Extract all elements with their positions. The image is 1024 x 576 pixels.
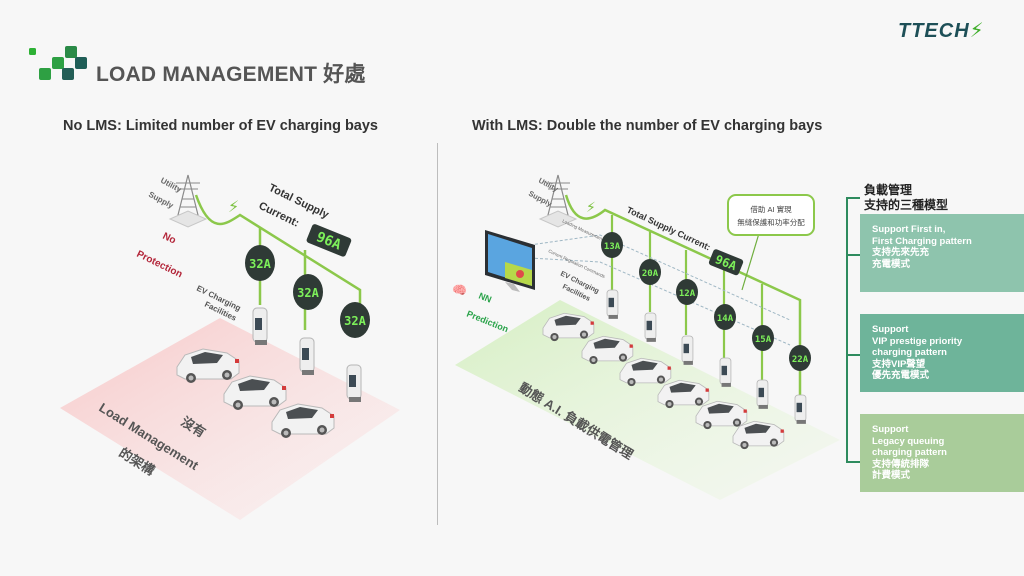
right-bay-meter-1: 13A — [601, 232, 623, 258]
line-label-loading: Loading Measurements — [562, 218, 607, 243]
left-total-current-display: 96A — [306, 224, 352, 257]
panel-divider — [437, 143, 438, 525]
right-bay-meter-4: 14A — [714, 304, 736, 330]
right-floor — [455, 300, 840, 500]
right-charger-icon — [794, 394, 807, 425]
callout-line-2: 無縫保護和功率分配 — [737, 217, 805, 227]
model-card-vip: Support VIP prestige priority charging p… — [860, 314, 1024, 392]
right-bay-meter-5: 15A — [752, 325, 774, 351]
right-charger-icon — [681, 335, 694, 366]
models-heading-line-1: 負載管理 — [864, 183, 913, 197]
left-charger-icon — [252, 307, 268, 346]
right-lightning-icon: ⚡ — [586, 199, 596, 215]
left-bay-meter-3: 32A — [340, 302, 370, 338]
left-charger-icon — [346, 364, 362, 403]
card-line: 計費模式 — [872, 470, 911, 481]
right-total-current-display: 96A — [708, 249, 744, 276]
model-card-legacy: Support Legacy queuing charging pattern … — [860, 414, 1024, 492]
right-supply-label: Total Supply Current: — [625, 205, 712, 253]
callout-line-1: 借助 AI 實現 — [750, 204, 792, 214]
right-utility-label-2: Supply — [527, 189, 554, 209]
nn-label-2: Prediction — [465, 309, 510, 335]
card-line: Legacy queuing — [872, 435, 945, 447]
line-label-regulation: Current Regulation Commands — [548, 248, 607, 279]
right-bay-meter-3: 12A — [676, 279, 698, 305]
left-bay-current-1: 32A — [249, 257, 271, 271]
right-bay-current-3: 12A — [679, 289, 696, 299]
no-protection-label-1: No — [161, 231, 178, 247]
brand-name: TTECH — [898, 20, 970, 42]
left-supply-line — [194, 194, 362, 310]
card-line: 支持先來先充 — [872, 247, 930, 258]
right-bay-current-6: 22A — [792, 355, 809, 365]
card-line: Support — [872, 424, 909, 435]
card-line: 支持VIP聲望 — [872, 358, 926, 370]
models-bracket-tick — [846, 254, 860, 256]
models-heading: 負載管理 支持的三種模型 — [864, 183, 948, 213]
card-line: 充電模式 — [872, 258, 911, 270]
left-section-heading: No LMS: Limited number of EV charging ba… — [63, 118, 378, 134]
left-bay-meter-2: 32A — [293, 274, 323, 310]
card-line: VIP prestige priority — [872, 335, 963, 347]
left-lightning-icon: ⚡ — [228, 199, 239, 216]
right-bay-current-1: 13A — [604, 242, 621, 252]
page-title: LOAD MANAGEMENT 好處 — [96, 63, 366, 86]
left-bay-meter-1: 32A — [245, 245, 275, 281]
left-charger-icon — [299, 337, 315, 376]
models-bracket-tick — [846, 197, 860, 199]
left-floor — [60, 318, 400, 520]
right-bay-current-2: 20A — [642, 269, 659, 279]
models-bracket-tick — [846, 354, 860, 356]
right-charger-icon — [606, 289, 619, 320]
models-bracket-vertical — [846, 197, 848, 463]
left-utility-label-1: Utility — [159, 176, 183, 195]
card-line: Support First in, — [872, 224, 946, 235]
model-card-fifo: Support First in, First Charging pattern… — [860, 214, 1024, 292]
card-line: charging pattern — [872, 447, 947, 458]
right-control-lines — [529, 234, 791, 346]
right-bay-current-4: 14A — [717, 314, 734, 324]
card-line: 支持傳統排隊 — [872, 458, 930, 470]
models-heading-line-2: 支持的三種模型 — [864, 198, 949, 212]
ai-callout: 借助 AI 實現 無縫保護和功率分配 — [727, 194, 815, 291]
right-supply-line — [564, 194, 802, 395]
brand-logo: TTECH⚡ — [898, 18, 985, 43]
nn-label-1: NN — [477, 291, 493, 305]
no-protection-label-2: Protection — [135, 249, 184, 281]
right-charger-icon — [719, 357, 732, 388]
right-bay-meter-2: 20A — [639, 259, 661, 285]
left-bay-current-3: 32A — [344, 314, 366, 328]
nn-brain-icon: 🧠 — [452, 283, 467, 297]
models-bracket-tick — [846, 461, 860, 463]
card-line: First Charging pattern — [872, 235, 972, 247]
monitor-icon — [485, 230, 535, 292]
right-charger-icon — [756, 379, 769, 410]
card-line: Support — [872, 324, 909, 335]
left-utility-label-2: Supply — [147, 190, 175, 211]
right-charger-icon — [644, 312, 657, 343]
logo-icon — [29, 46, 87, 80]
left-bay-current-2: 32A — [297, 286, 319, 300]
lightning-icon: ⚡ — [969, 20, 985, 42]
card-line: charging pattern — [872, 347, 947, 358]
right-bay-meter-6: 22A — [789, 345, 811, 371]
right-section-heading: With LMS: Double the number of EV chargi… — [472, 118, 823, 134]
card-line: 優先充電模式 — [872, 370, 930, 381]
right-bay-current-5: 15A — [755, 335, 772, 345]
